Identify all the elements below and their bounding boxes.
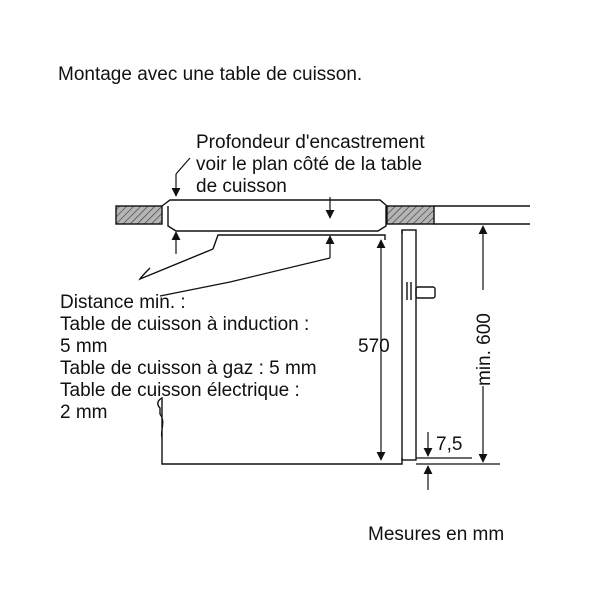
depth-note-line-3: de cuisson (196, 176, 287, 197)
worktop-left-section (115, 205, 163, 225)
depth-note-line-2: voir le plan côté de la table (196, 154, 423, 175)
oven-door (401, 229, 417, 461)
units-note: Mesures en mm (368, 524, 505, 545)
oven-body (157, 396, 403, 465)
oven-top-profile (212, 234, 386, 250)
depth-leader (159, 157, 335, 297)
bottom-gap-dimension (416, 432, 472, 490)
oven-height-label: 570 (358, 336, 390, 357)
depth-note-line-1: Profondeur d'encastrement (196, 132, 425, 153)
hob-body (167, 206, 387, 232)
hob-rim (161, 199, 388, 207)
distance-note-line-4: Table de cuisson à gaz : 5 mm (60, 358, 317, 379)
distance-note-line-2: Table de cuisson à induction : (60, 314, 310, 335)
diagram-title: Montage avec une table de cuisson. (58, 64, 363, 85)
distance-leader (159, 257, 331, 297)
niche-height-label: min. 600 (474, 313, 495, 386)
depth-leader-line (175, 157, 191, 175)
distance-note-line-1: Distance min. : (60, 292, 186, 313)
distance-note-line-6: 2 mm (60, 402, 108, 423)
oven-side-tab (138, 248, 214, 281)
niche-height-dimension (416, 225, 500, 465)
oven-door-detail (406, 282, 412, 300)
worktop (115, 205, 530, 225)
oven-knob (415, 286, 436, 299)
oven (138, 229, 436, 465)
distance-note-line-3: 5 mm (60, 336, 108, 357)
worktop-right-section (386, 205, 435, 225)
niche-label-gap (472, 290, 494, 386)
depth-note: Profondeur d'encastrement voir le plan c… (196, 132, 425, 198)
distance-note-line-5: Table de cuisson électrique : (60, 380, 300, 401)
hob (161, 199, 388, 232)
bottom-gap-label: 7,5 (436, 434, 462, 455)
distance-note: Distance min. : Table de cuisson à induc… (60, 292, 317, 424)
